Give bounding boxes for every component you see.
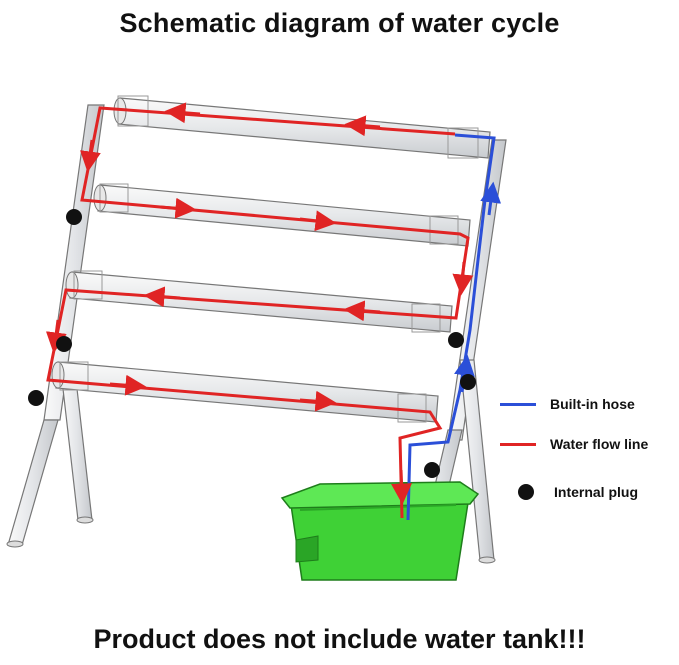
internal-plug [424,462,440,478]
internal-plug [448,332,464,348]
legend-built-in-hose: Built-in hose [500,396,635,412]
internal-plug [66,209,82,225]
grow-pipe-4 [51,361,439,423]
legend-internal-plug: Internal plug [506,484,638,500]
grow-pipe-1 [113,95,491,159]
diagram-title: Schematic diagram of water cycle [119,8,560,38]
footer-note: Product does not include water tank!!! [93,624,586,654]
legend-plug-dot [518,484,534,500]
legend-water-flow-line: Water flow line [500,436,648,452]
legend-label: Built-in hose [550,396,635,412]
left-frame [6,104,105,548]
grow-pipe-3 [65,270,453,333]
legend-label: Internal plug [554,484,638,500]
water-flow-line [45,102,474,519]
legend-label: Water flow line [550,436,649,452]
internal-plug [28,390,44,406]
internal-plug [56,336,72,352]
water-tank [280,481,480,581]
grow-pipe-2 [93,183,471,247]
internal-plugs [28,209,476,478]
legend-red-line-swatch [500,442,536,446]
internal-plug [460,374,476,390]
legend-blue-line-swatch [500,402,536,406]
